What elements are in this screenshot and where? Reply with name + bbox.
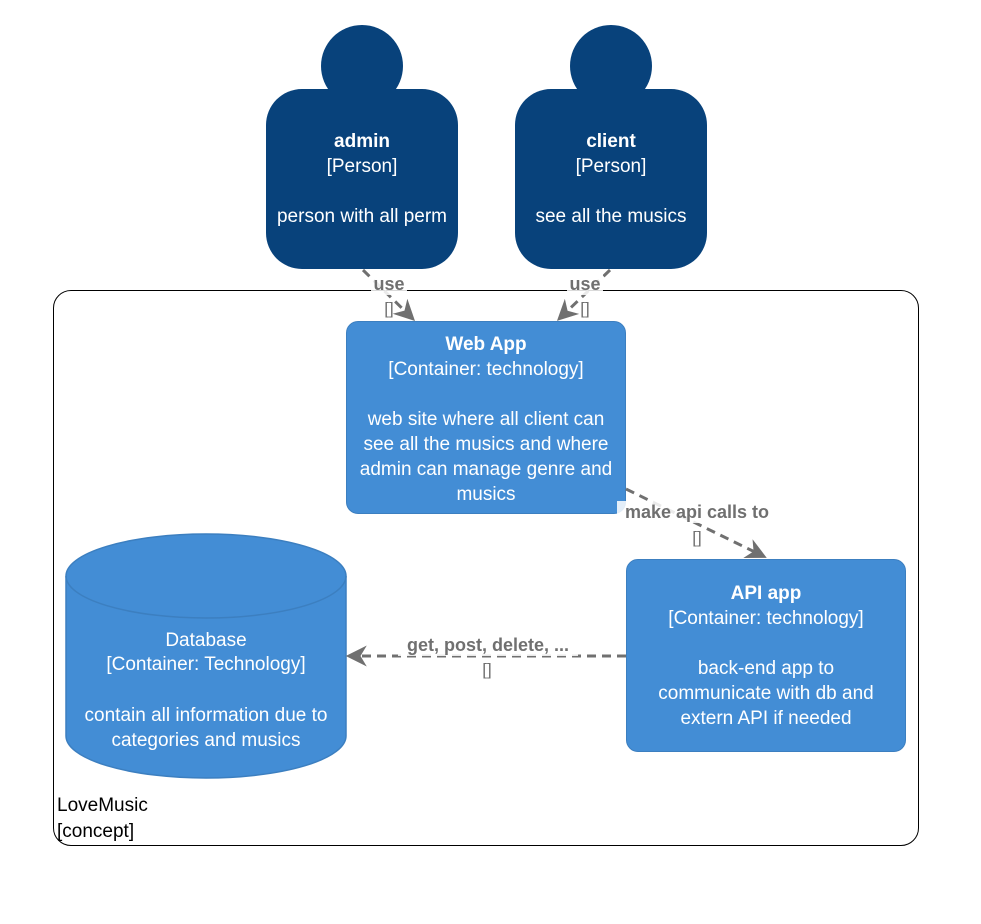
database-text: Database [Container: Technology] contain…	[66, 629, 346, 753]
container-web-app[interactable]: Web App [Container: technology] web site…	[346, 321, 626, 514]
person-client-description: see all the musics	[535, 206, 687, 227]
edge-label-api-db: get, post, delete, ...	[398, 634, 578, 656]
person-client-name: client	[586, 131, 636, 152]
person-admin-body: admin [Person] person with all perm	[266, 89, 458, 269]
api-app-type: [Container: technology]	[668, 608, 864, 629]
person-client-body: client [Person] see all the musics	[515, 89, 707, 269]
edge-label-client-use: use	[567, 273, 603, 295]
boundary-name: LoveMusic	[57, 795, 148, 816]
web-app-description: web site where all client can see all th…	[359, 409, 613, 505]
person-admin-name: admin	[334, 131, 390, 152]
edge-tech-webapp-api: []	[692, 528, 702, 547]
container-api-app[interactable]: API app [Container: technology] back-end…	[626, 559, 906, 752]
person-client-type: [Person]	[575, 156, 647, 177]
database-description: contain all information due to categorie…	[84, 705, 328, 751]
person-admin-description: person with all perm	[276, 206, 448, 227]
edge-tech-admin-use: []	[384, 299, 394, 318]
edge-label-webapp-api: make api calls to	[617, 501, 777, 523]
api-app-name: API app	[730, 583, 802, 604]
system-boundary	[53, 290, 919, 846]
web-app-name: Web App	[445, 334, 527, 355]
api-app-description: back-end app to communicate with db and …	[658, 658, 874, 729]
boundary-label: LoveMusic [concept]	[57, 793, 148, 845]
database-type: [Container: Technology]	[106, 654, 306, 675]
web-app-type: [Container: technology]	[388, 359, 584, 380]
person-admin-type: [Person]	[326, 156, 398, 177]
edge-tech-api-db: []	[482, 660, 492, 679]
edge-label-admin-use: use	[371, 273, 407, 295]
boundary-type: [concept]	[57, 821, 135, 842]
edge-tech-client-use: []	[580, 299, 590, 318]
database-name: Database	[165, 630, 247, 651]
